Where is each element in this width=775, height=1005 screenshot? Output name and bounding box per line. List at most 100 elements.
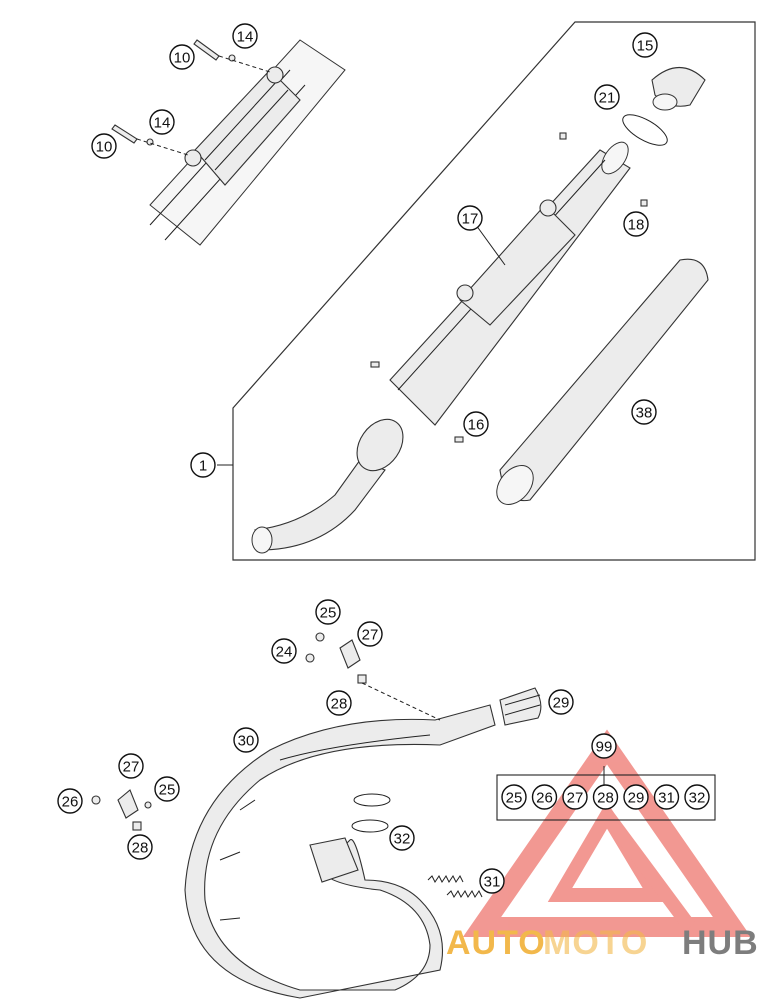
callout-circle — [479, 868, 505, 894]
callout-14: 14 — [232, 23, 258, 49]
silencer-assembly — [251, 67, 709, 554]
callout-17: 17 — [457, 205, 483, 231]
callout-circle — [548, 689, 574, 715]
callout-32: 32 — [684, 784, 710, 810]
callout-number: 25 — [506, 790, 523, 807]
callout-31: 31 — [479, 868, 505, 894]
callout-number: 21 — [599, 90, 616, 107]
callout-28: 28 — [326, 690, 352, 716]
leader-lines — [475, 224, 605, 788]
callout-circle — [684, 784, 710, 810]
callout-circle — [232, 23, 258, 49]
watermark-wordmark: AUTO MOTO HUB — [446, 924, 759, 962]
callout-1: 1 — [190, 452, 216, 478]
callout-number: 24 — [276, 644, 293, 661]
callout-circle — [562, 784, 588, 810]
callout-number: 10 — [174, 50, 191, 67]
callout-number: 30 — [238, 733, 255, 750]
callout-14: 14 — [149, 109, 175, 135]
callout-number: 25 — [320, 605, 337, 622]
callout-number: 1 — [199, 458, 207, 475]
callout-number: 17 — [462, 211, 479, 228]
callout-number: 28 — [132, 840, 149, 857]
callout-number: 99 — [596, 739, 613, 756]
callout-circle — [501, 784, 527, 810]
callout-circle — [127, 834, 153, 860]
callout-number: 31 — [484, 874, 501, 891]
callout-circle — [623, 211, 649, 237]
callout-circle — [531, 784, 558, 810]
callout-circle — [233, 727, 259, 753]
callout-circle — [57, 788, 83, 814]
callout-circle — [315, 599, 341, 625]
callout-16: 16 — [463, 411, 489, 437]
watermark-auto: AUTO — [446, 924, 546, 962]
callout-18: 18 — [623, 211, 649, 237]
callout-99: 99 — [591, 733, 617, 759]
callout-26: 26 — [57, 788, 83, 814]
callout-24: 24 — [271, 638, 297, 664]
watermark-logo — [462, 729, 752, 937]
callout-circle — [457, 205, 483, 231]
callout-circle — [271, 638, 297, 664]
callout-31: 31 — [653, 784, 680, 810]
callout-number: 31 — [658, 790, 675, 807]
callout-27: 27 — [562, 784, 588, 810]
callout-circle — [154, 776, 180, 802]
inset-frame-mount — [111, 39, 346, 246]
callout-26: 26 — [531, 784, 558, 810]
callout-circle — [357, 621, 383, 647]
callout-number: 26 — [62, 794, 79, 811]
callout-28: 28 — [127, 834, 153, 860]
callout-circle — [623, 784, 649, 810]
callout-circle — [463, 411, 489, 437]
callout-number: 29 — [628, 790, 645, 807]
callout-number: 28 — [331, 696, 348, 713]
callout-38: 38 — [631, 399, 657, 425]
callout-number: 14 — [237, 29, 254, 46]
callout-number: 10 — [96, 139, 113, 156]
callout-number: 14 — [154, 115, 171, 132]
callout-27: 27 — [357, 621, 383, 647]
callout-number: 27 — [123, 759, 140, 776]
callout-circle — [653, 784, 680, 810]
callout-21: 21 — [594, 84, 620, 110]
callout-29: 29 — [623, 784, 649, 810]
callout-number: 28 — [597, 790, 614, 807]
callout-number: 38 — [636, 405, 653, 422]
callout-circle — [592, 784, 619, 810]
callout-number: 32 — [394, 831, 411, 848]
callout-10: 10 — [91, 133, 117, 159]
callout-28: 28 — [592, 784, 619, 810]
callout-25: 25 — [154, 776, 180, 802]
callout-circle — [632, 32, 658, 58]
callout-circle — [169, 44, 195, 70]
callout-circle — [190, 452, 216, 478]
callout-27: 27 — [118, 753, 144, 779]
callout-number: 25 — [159, 782, 176, 799]
callouts-layer: 10 14 10 14 15 21 17 18 16 38 1 25 27 24 28 29 30 27 25 26 2… — [57, 23, 658, 894]
callout-25: 25 — [501, 784, 527, 810]
callout-30: 30 — [233, 727, 259, 753]
callout-circle — [389, 825, 415, 851]
callout-number: 27 — [362, 627, 379, 644]
watermark-hub: HUB — [682, 924, 759, 962]
callout-15: 15 — [632, 32, 658, 58]
callout-number: 15 — [637, 38, 654, 55]
callout-circle — [326, 690, 352, 716]
callout-number: 32 — [689, 790, 706, 807]
callout-number: 26 — [536, 790, 553, 807]
watermark-moto: MOTO — [543, 924, 648, 962]
assembly-frame — [232, 21, 756, 561]
callout-circle — [91, 133, 117, 159]
kit-box — [496, 774, 716, 821]
header-pipe — [91, 632, 542, 999]
callout-number: 18 — [628, 217, 645, 234]
callout-25: 25 — [315, 599, 341, 625]
callout-circle — [118, 753, 144, 779]
callout-circle — [594, 84, 620, 110]
callout-29: 29 — [548, 689, 574, 715]
callout-10: 10 — [169, 44, 195, 70]
callout-number: 29 — [553, 695, 570, 712]
